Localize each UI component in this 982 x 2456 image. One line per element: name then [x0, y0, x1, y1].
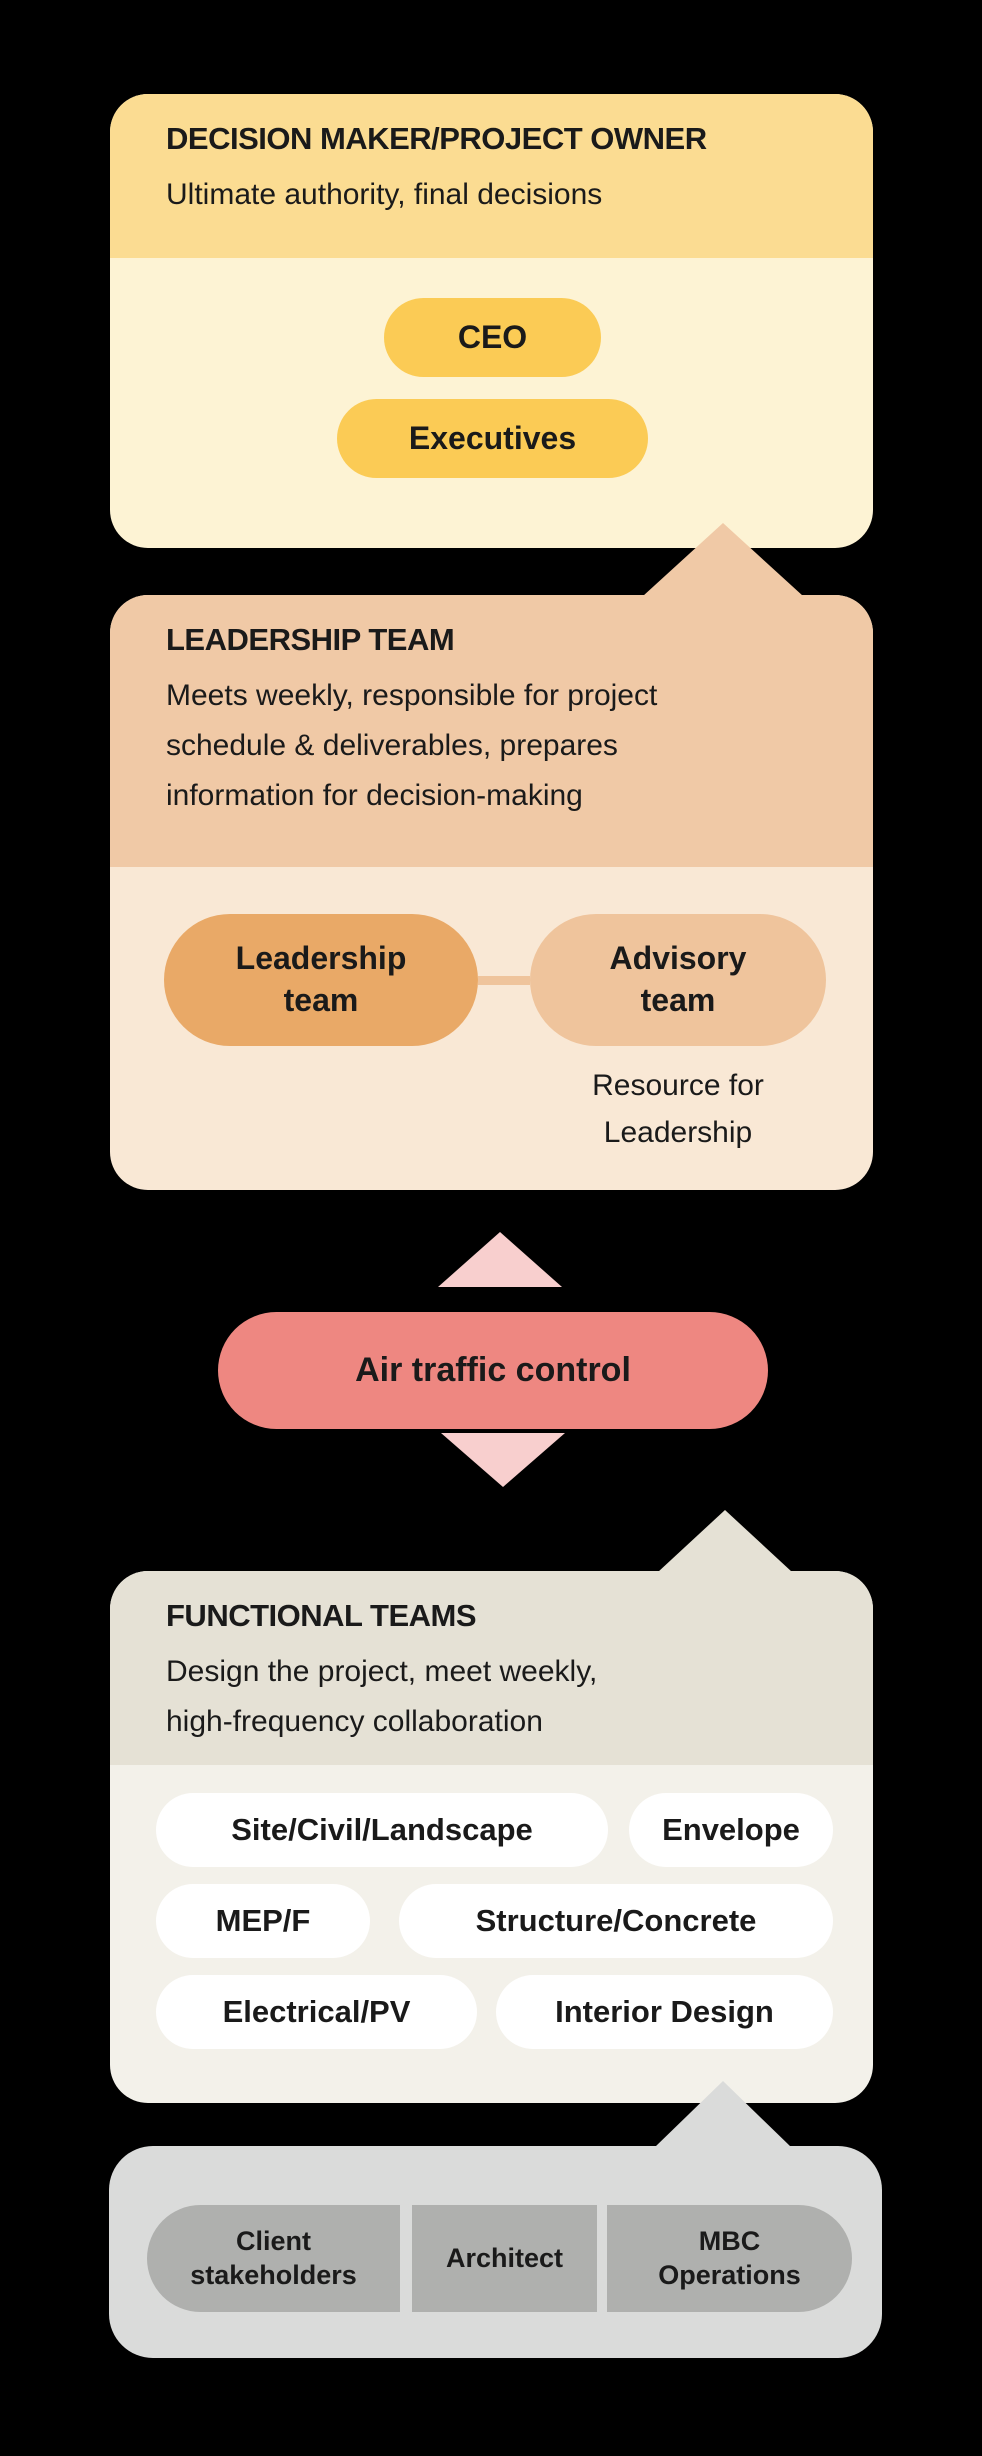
foundation-bar: Client stakeholders Architect MBC Operat…: [109, 2146, 882, 2358]
executives-pill: Executives: [337, 399, 648, 478]
leadership-team-card-header: LEADERSHIP TEAM Meets weekly, responsibl…: [110, 595, 873, 867]
leadership-team-title: LEADERSHIP TEAM: [166, 622, 455, 657]
functional-teams-card-header: FUNCTIONAL TEAMS Design the project, mee…: [110, 1571, 873, 1765]
functional-teams-card: FUNCTIONAL TEAMS Design the project, mee…: [110, 1571, 873, 2103]
leadership-team-card: LEADERSHIP TEAM Meets weekly, responsibl…: [110, 595, 873, 1190]
team-pill-structure-concrete: Structure/Concrete: [399, 1884, 833, 1958]
ceo-pill: CEO: [384, 298, 601, 377]
leadership-team-pill: Leadership team: [164, 914, 478, 1046]
air-traffic-control-pill: Air traffic control: [218, 1312, 768, 1429]
foundation-up-arrow-notch: [655, 2081, 791, 2147]
advisory-team-pill: Advisory team: [530, 914, 826, 1046]
decision-maker-card-header: DECISION MAKER/PROJECT OWNER Ultimate au…: [110, 94, 873, 258]
team-pill-mepf: MEP/F: [156, 1884, 370, 1958]
functional-teams-title: FUNCTIONAL TEAMS: [166, 1598, 477, 1633]
decision-maker-card: DECISION MAKER/PROJECT OWNER Ultimate au…: [110, 94, 873, 548]
advisory-team-note: Resource for Leadership: [592, 1069, 764, 1149]
leadership-team-description: Meets weekly, responsible for project sc…: [166, 679, 658, 813]
leadership-advisory-connector-line: [478, 976, 530, 985]
functional-up-arrow-notch: [658, 1510, 792, 1572]
decision-maker-title: DECISION MAKER/PROJECT OWNER: [166, 121, 707, 156]
leadership-up-arrow-notch: [643, 523, 803, 596]
segment-architect: Architect: [412, 2205, 597, 2312]
decision-maker-subtitle: Ultimate authority, final decisions: [166, 178, 603, 212]
team-pill-envelope: Envelope: [629, 1793, 833, 1867]
segment-mbc-operations: MBC Operations: [607, 2205, 852, 2312]
functional-teams-description: Design the project, meet weekly, high-fr…: [166, 1655, 598, 1739]
team-pill-interior-design: Interior Design: [496, 1975, 833, 2049]
arrow-down-to-functional-icon: [441, 1433, 565, 1487]
team-pill-site-civil-landscape: Site/Civil/Landscape: [156, 1793, 608, 1867]
segment-client-stakeholders: Client stakeholders: [147, 2205, 400, 2312]
arrow-up-to-leadership-icon: [438, 1232, 562, 1287]
team-pill-electrical-pv: Electrical/PV: [156, 1975, 477, 2049]
